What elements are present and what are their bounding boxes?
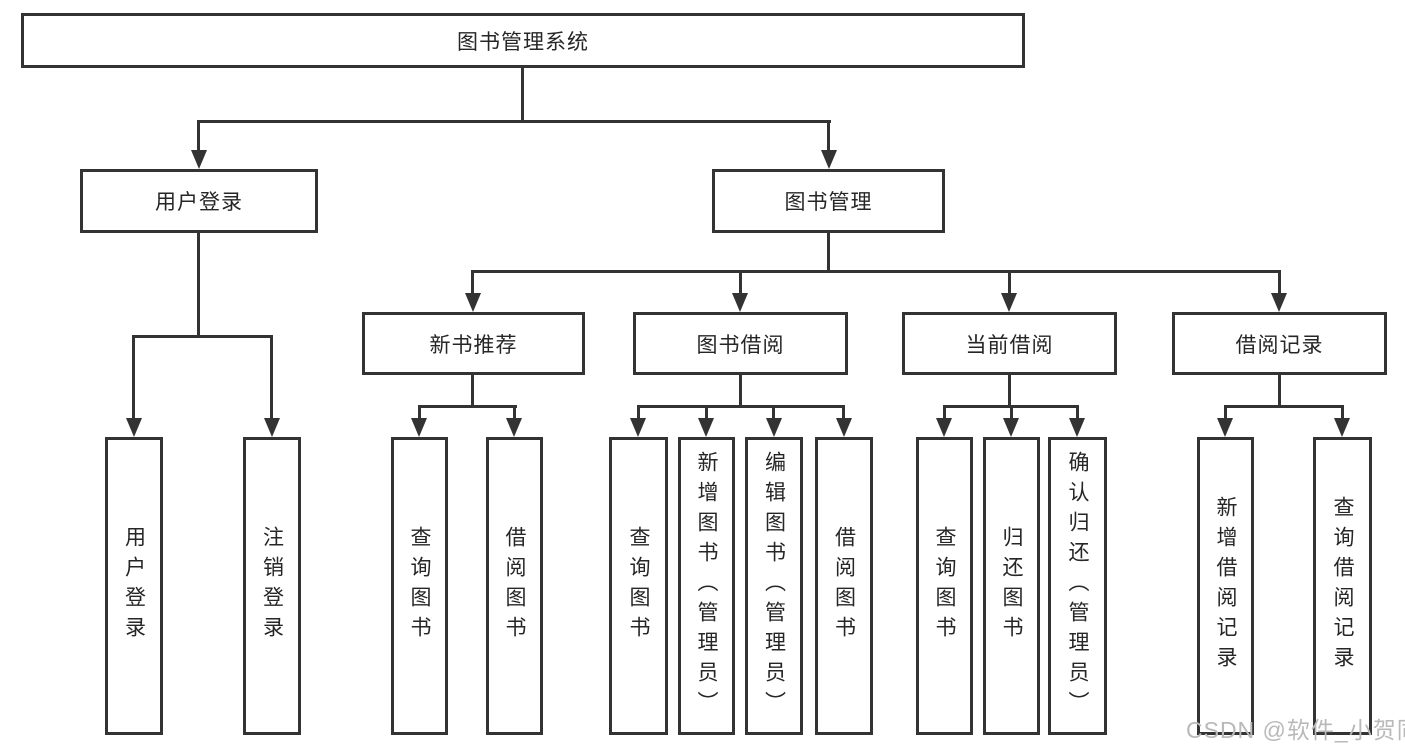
leaf-query-books-current-label: 查询图书 — [933, 526, 956, 646]
connector-book-borrowing-rail — [637, 405, 845, 408]
connector-book-management-stem — [827, 233, 830, 273]
node-borrowing-records: 借阅记录 — [1172, 312, 1387, 375]
leaf-return-books: 归还图书 — [983, 437, 1040, 735]
leaf-query-books-borrowing-label: 查询图书 — [627, 526, 650, 646]
arrowhead-leaf-add-borrow-record — [1217, 418, 1233, 437]
leaf-edit-books-admin: 编辑图书（管理员） — [745, 437, 803, 735]
connector-to-new-book-recommend — [471, 270, 474, 294]
arrowhead-leaf-user-login — [126, 418, 142, 437]
connector-borrowing-records-stem — [1278, 374, 1281, 408]
connector-to-leaf-borrow-books — [842, 405, 845, 419]
connector-to-leaf-add-borrow-record — [1224, 405, 1227, 419]
node-book-management: 图书管理 — [712, 169, 945, 233]
node-user-login-label: 用户登录 — [155, 191, 243, 214]
leaf-query-borrow-record-label: 查询借阅记录 — [1331, 496, 1354, 676]
connector-book-management-rail — [471, 270, 1281, 273]
connector-to-leaf-user-login — [132, 335, 135, 419]
arrowhead-leaf-query-books-current — [936, 418, 952, 437]
arrowhead-leaf-logout — [264, 418, 280, 437]
connector-to-leaf-borrow-books-recommend — [513, 405, 516, 419]
leaf-query-books-recommend-label: 查询图书 — [408, 526, 431, 646]
connector-new-book-recommend-stem — [471, 375, 474, 408]
leaf-query-borrow-record: 查询借阅记录 — [1313, 437, 1372, 735]
connector-to-current-borrowing — [1008, 270, 1011, 294]
leaf-edit-books-admin-label: 编辑图书（管理员） — [762, 451, 786, 721]
node-current-borrowing-label: 当前借阅 — [965, 333, 1054, 357]
leaf-confirm-return-admin-label: 确认归还（管理员） — [1066, 451, 1089, 721]
connector-to-leaf-edit-books-admin — [772, 405, 775, 419]
arrowhead-leaf-return-books — [1003, 418, 1019, 437]
leaf-borrow-books: 借阅图书 — [815, 437, 873, 735]
arrowhead-book-borrowing — [732, 293, 748, 312]
arrowhead-borrowing-records — [1271, 293, 1287, 312]
arrowhead-leaf-add-books-admin — [698, 418, 714, 437]
connector-to-leaf-query-books-borrowing — [637, 405, 640, 419]
connector-user-login-stem — [197, 233, 200, 335]
node-borrowing-records-label: 借阅记录 — [1235, 333, 1324, 357]
leaf-add-borrow-record-label: 新增借阅记录 — [1214, 496, 1237, 676]
connector-user-login-rail — [132, 335, 273, 338]
connector-current-borrowing-stem — [1008, 374, 1011, 408]
connector-to-leaf-logout — [270, 335, 273, 419]
connector-to-leaf-query-books-current — [943, 405, 946, 419]
arrowhead-new-book-recommend — [465, 293, 481, 312]
leaf-borrow-books-label: 借阅图书 — [832, 526, 856, 646]
node-new-book-recommend: 新书推荐 — [362, 312, 585, 375]
arrowhead-leaf-borrow-books-recommend — [506, 418, 522, 437]
node-book-borrowing: 图书借阅 — [633, 312, 848, 375]
connector-to-borrowing-records — [1278, 270, 1281, 294]
leaf-query-books-borrowing: 查询图书 — [609, 437, 668, 735]
connector-to-book-borrowing — [739, 270, 742, 294]
node-current-borrowing: 当前借阅 — [902, 312, 1117, 375]
leaf-query-books-recommend: 查询图书 — [391, 437, 448, 735]
connector-to-leaf-add-books-admin — [705, 405, 708, 419]
connector-borrowing-records-rail — [1224, 405, 1344, 408]
leaf-borrow-books-recommend-label: 借阅图书 — [503, 526, 526, 646]
csdn-watermark: CSDN @软件_小贺同学 — [1186, 717, 1405, 743]
node-root: 图书管理系统 — [21, 13, 1025, 68]
node-new-book-recommend-label: 新书推荐 — [429, 333, 518, 357]
leaf-user-login: 用户登录 — [105, 437, 163, 735]
connector-to-user-login — [197, 120, 200, 151]
node-user-login: 用户登录 — [80, 169, 318, 233]
connector-to-leaf-confirm-return-admin — [1076, 405, 1079, 419]
arrowhead-leaf-borrow-books — [836, 418, 852, 437]
arrowhead-leaf-query-books-borrowing — [630, 418, 646, 437]
connector-to-book-management — [827, 120, 830, 151]
node-root-label: 图书管理系统 — [457, 30, 589, 54]
arrowhead-current-borrowing — [1001, 293, 1017, 312]
leaf-add-borrow-record: 新增借阅记录 — [1197, 437, 1254, 735]
leaf-add-books-admin-label: 新增图书（管理员） — [695, 451, 718, 721]
connector-to-leaf-query-borrow-record — [1341, 405, 1344, 419]
leaf-query-books-current: 查询图书 — [916, 437, 973, 735]
node-book-management-label: 图书管理 — [784, 191, 873, 214]
arrowhead-leaf-query-borrow-record — [1334, 418, 1350, 437]
leaf-confirm-return-admin: 确认归还（管理员） — [1048, 437, 1107, 735]
leaf-logout-label: 注销登录 — [260, 526, 284, 646]
leaf-user-login-label: 用户登录 — [122, 526, 146, 646]
connector-new-book-recommend-rail — [418, 405, 517, 408]
connector-to-leaf-query-books-recommend — [418, 405, 421, 419]
leaf-borrow-books-recommend: 借阅图书 — [486, 437, 543, 735]
leaf-return-books-label: 归还图书 — [1000, 526, 1023, 646]
connector-root-rail — [197, 120, 831, 123]
connector-to-leaf-return-books — [1010, 405, 1013, 419]
node-book-borrowing-label: 图书借阅 — [696, 333, 785, 357]
connector-root-stem — [521, 66, 524, 120]
leaf-add-books-admin: 新增图书（管理员） — [678, 437, 735, 735]
leaf-logout: 注销登录 — [243, 437, 301, 735]
connector-book-borrowing-stem — [739, 375, 742, 408]
arrowhead-user-login — [191, 150, 207, 169]
arrowhead-book-management — [821, 150, 837, 169]
arrowhead-leaf-query-books-recommend — [411, 418, 427, 437]
arrowhead-leaf-confirm-return-admin — [1069, 418, 1085, 437]
arrowhead-leaf-edit-books-admin — [766, 418, 782, 437]
